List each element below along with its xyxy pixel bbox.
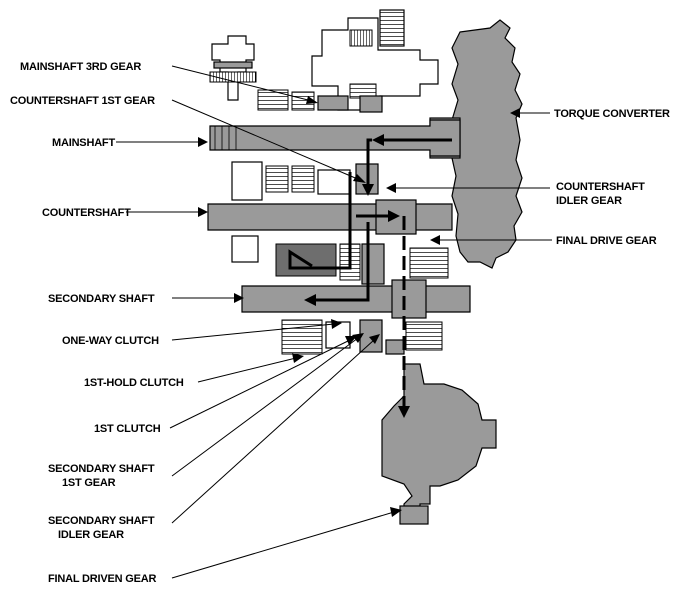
label-countershaft-idler-gear-line2: IDLER GEAR bbox=[556, 195, 622, 207]
mainshaft-body bbox=[209, 119, 461, 157]
label-mainshaft-3rd-gear: MAINSHAFT 3RD GEAR bbox=[20, 61, 141, 73]
torque-converter-housing bbox=[451, 19, 523, 269]
label-1st-hold-clutch: 1ST-HOLD CLUTCH bbox=[84, 377, 184, 389]
label-secondary-shaft-idler-gear-line1: SECONDARY SHAFT bbox=[48, 515, 155, 527]
label-secondary-shaft-1st-gear-line2: 1ST GEAR bbox=[62, 477, 116, 489]
label-secondary-shaft: SECONDARY SHAFT bbox=[48, 293, 155, 305]
label-final-drive-gear: FINAL DRIVE GEAR bbox=[556, 235, 657, 247]
differential-housing bbox=[381, 363, 497, 521]
label-one-way-clutch: ONE-WAY CLUTCH bbox=[62, 335, 159, 347]
label-1st-clutch: 1ST CLUTCH bbox=[94, 423, 161, 435]
label-countershaft-idler-gear-line1: COUNTERSHAFT bbox=[556, 181, 645, 193]
label-torque-converter: TORQUE CONVERTER bbox=[554, 108, 670, 120]
labels: MAINSHAFT 3RD GEAR COUNTERSHAFT 1ST GEAR… bbox=[10, 61, 670, 585]
power-flow-path bbox=[288, 134, 452, 418]
leader-lines bbox=[116, 65, 552, 579]
label-secondary-shaft-1st-gear-line1: SECONDARY SHAFT bbox=[48, 463, 155, 475]
label-final-driven-gear: FINAL DRIVEN GEAR bbox=[48, 573, 156, 585]
label-mainshaft: MAINSHAFT bbox=[52, 137, 115, 149]
label-countershaft: COUNTERSHAFT bbox=[42, 207, 131, 219]
label-countershaft-1st-gear: COUNTERSHAFT 1ST GEAR bbox=[10, 95, 155, 107]
label-secondary-shaft-idler-gear-line2: IDLER GEAR bbox=[58, 529, 124, 541]
upper-clutch-pack bbox=[379, 9, 405, 47]
